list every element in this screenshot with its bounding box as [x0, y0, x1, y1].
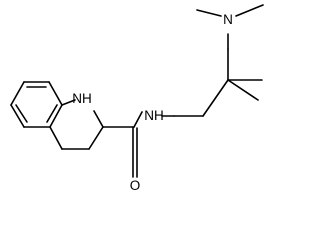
bond-benzene-bottom-left: [10, 104, 25, 128]
bond-benzene-fusion: [49, 104, 63, 128]
bond-quaternary-methyl-b: [227, 79, 259, 101]
amide-nh-label: NH: [144, 108, 164, 123]
bond-ch2-quaternary: [202, 79, 229, 117]
dimethylamino-group: [196, 4, 264, 17]
bond-benzene-top-right: [48, 81, 63, 106]
alkyl-chain: [161, 33, 263, 117]
ring-nh-label: NH: [72, 91, 92, 106]
bond-c4a-c4: [49, 126, 63, 150]
amide-group: [102, 111, 143, 178]
bond-benzene-top-left: [10, 81, 25, 106]
bond-carbonyl-nh: [133, 111, 143, 128]
bond-n-methyl-left: [196, 9, 222, 17]
molecule-drawing: N NH NH O: [10, 4, 264, 193]
benzene-ring: [10, 81, 63, 128]
bond-c3-c2: [88, 126, 104, 150]
dimethylamino-n-label: N: [223, 12, 233, 27]
structure-canvas: N NH NH O: [10, 4, 264, 193]
double-bond-inner-left: [15, 104, 28, 123]
bond-n-methyl-right: [235, 4, 264, 17]
double-bond-inner-fusion: [46, 104, 58, 123]
bond-n1-c8a: [61, 99, 76, 106]
tetrahydro-ring: [49, 99, 104, 150]
bond-c2-n1: [93, 110, 104, 128]
carbonyl-o-label: O: [130, 178, 141, 193]
